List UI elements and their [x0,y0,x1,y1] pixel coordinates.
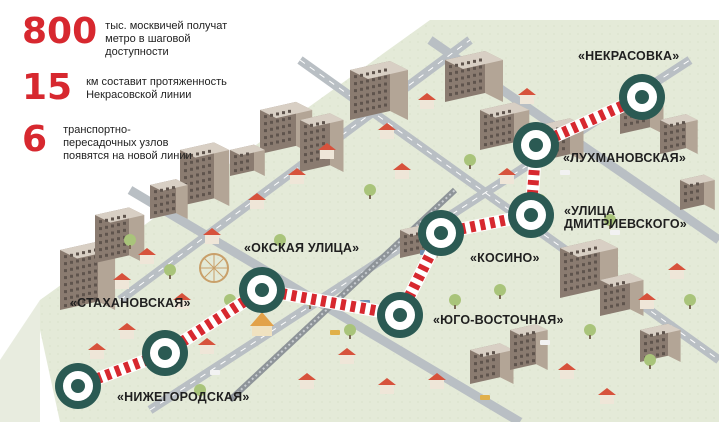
house-icon [298,373,316,389]
car-icon [480,395,490,400]
house-icon [518,88,536,104]
house-icon [668,263,686,279]
carousel-icon [250,312,274,336]
metro-station-icon [418,210,464,256]
building-icon [445,51,503,102]
house-icon [248,193,266,209]
house-icon [318,143,336,159]
house-icon [288,168,306,184]
tree-icon [364,184,376,199]
station-label-stakhanovskaya: «СТАХАНОВСКАЯ» [70,296,191,310]
building-icon [640,323,681,362]
house-icon [558,363,576,379]
metro-station-icon [508,192,554,238]
building-icon [480,102,530,150]
tree-icon [124,234,136,249]
house-icon [173,293,191,309]
stat-length: 15 км составит протяженность Некрасовско… [22,70,236,106]
building-icon [660,114,698,154]
tree-icon [274,234,286,249]
metro-station-icon [55,363,101,409]
stat-hubs: 6 транспортно-пересадочных узлов появятс… [22,122,203,163]
station-label-lukhmanovskaya: «ЛУХМАНОВСКАЯ» [563,151,686,165]
house-icon [113,273,131,289]
house-icon [378,123,396,139]
station-label-ulitsa-dmitrievskogo: «УЛИЦА ДМИТРИЕВСКОГО» [564,204,687,231]
tree-icon [344,324,356,339]
station-label-nekrasovka: «НЕКРАСОВКА» [578,49,680,63]
car-icon [210,370,220,375]
ferris-wheel-icon [199,253,229,283]
car-icon [540,340,550,345]
tree-icon [494,284,506,299]
building-icon [350,61,408,120]
station-label-nizhegorodskaya: «НИЖЕГОРОДСКАЯ» [117,390,250,404]
building-icon [300,113,344,172]
stat-residents-number: 800 [22,11,98,52]
house-icon [338,348,356,364]
metro-station-icon [142,330,188,376]
metro-station-icon [239,267,285,313]
house-icon [393,163,411,179]
metro-stations [55,74,665,409]
stat-residents: 800 тыс. москвичей получат метро в шагов… [22,14,253,59]
house-icon [418,93,436,109]
track-segment [261,284,401,321]
house-icon [598,388,616,404]
house-icon [198,338,216,354]
car-icon [560,170,570,175]
houses [88,88,686,404]
building-icon [230,144,265,176]
ground-edge [0,300,40,422]
building-icon [680,174,715,210]
tree-icon [644,354,656,369]
railway [227,187,458,403]
house-icon [203,228,221,244]
station-label-okskaya: «ОКСКАЯ УЛИЦА» [244,241,360,255]
house-icon [498,168,516,184]
stat-hubs-text: транспортно-пересадочных узлов появятся … [63,124,192,162]
tree-icon [449,294,461,309]
tree-icon [604,214,616,229]
car-icon [330,330,340,335]
tree-icon [464,154,476,169]
house-icon [638,293,656,309]
station-label-yugo-vostochnaya: «ЮГО-ВОСТОЧНАЯ» [433,313,564,327]
house-icon [378,378,396,394]
building-icon [600,273,644,316]
tree-icon [584,324,596,339]
building-icon [95,207,145,263]
tree-icon [684,294,696,309]
building-icon [470,343,514,384]
stat-hubs-number: 6 [22,119,48,160]
stat-length-text: км составит протяженность Некрасовской л… [86,76,227,101]
tree-icon [194,384,206,399]
metro-station-icon [619,74,665,120]
house-icon [428,373,446,389]
car-icon [610,230,620,235]
house-icon [118,323,136,339]
tree-icon [164,264,176,279]
building-icon [510,324,548,370]
metro-station-icon [377,292,423,338]
house-icon [88,343,106,359]
metro-station-icon [513,122,559,168]
stat-length-number: 15 [22,67,73,108]
station-label-kosino: «КОСИНО» [470,251,540,265]
building-icon [150,179,188,219]
house-icon [138,248,156,264]
stat-residents-text: тыс. москвичей получат метро в шаговой д… [105,20,228,58]
